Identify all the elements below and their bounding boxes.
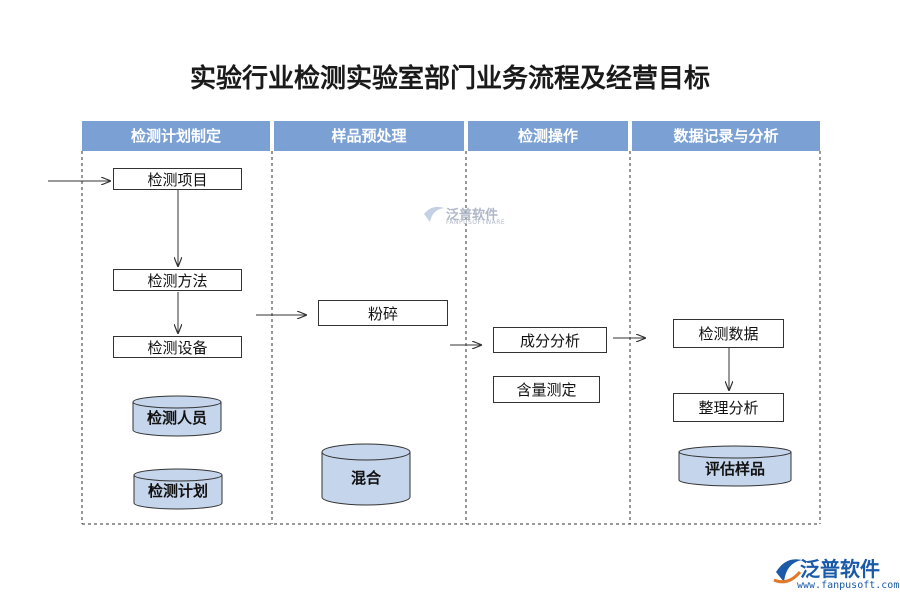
- cylinder-mix: [321, 443, 411, 506]
- node-test-method: 检测方法: [113, 269, 242, 291]
- node-composition-analysis: 成分分析: [493, 327, 607, 353]
- watermark-name: 泛普软件: [446, 208, 499, 223]
- watermark-sub: FANPUSOFTWARE: [446, 219, 506, 226]
- node-evaluate-sample: 评估样品: [704, 460, 765, 478]
- lane-header-operation: 检测操作: [468, 121, 628, 151]
- node-test-equipment: 检测设备: [113, 336, 242, 358]
- node-crushing: 粉碎: [318, 300, 448, 326]
- node-test-personnel: 检测人员: [146, 409, 207, 427]
- cylinder-schedule: [133, 468, 223, 510]
- page-title: 实验行业检测实验室部门业务流程及经营目标: [189, 64, 710, 94]
- lane-header-pretreat: 样品预处理: [274, 121, 464, 151]
- lane-header-analysis: 数据记录与分析: [632, 121, 820, 151]
- node-mixing: 混合: [350, 469, 381, 487]
- node-organize-analysis: 整理分析: [673, 393, 784, 422]
- cylinder-personnel: [132, 395, 222, 437]
- lane-header-plan: 检测计划制定: [82, 121, 270, 151]
- cylinder-evaluate: [678, 445, 792, 487]
- watermark-logo-icon: [424, 206, 444, 222]
- node-test-plan: 检测计划: [147, 482, 208, 500]
- logo-url[interactable]: www.fanpusoft.com: [797, 580, 900, 591]
- node-test-project: 检测项目: [113, 168, 242, 190]
- logo-icon: [773, 559, 802, 584]
- node-content-determination: 含量测定: [493, 376, 600, 403]
- node-test-data: 检测数据: [673, 319, 784, 348]
- logo-name: 泛普软件: [800, 557, 880, 581]
